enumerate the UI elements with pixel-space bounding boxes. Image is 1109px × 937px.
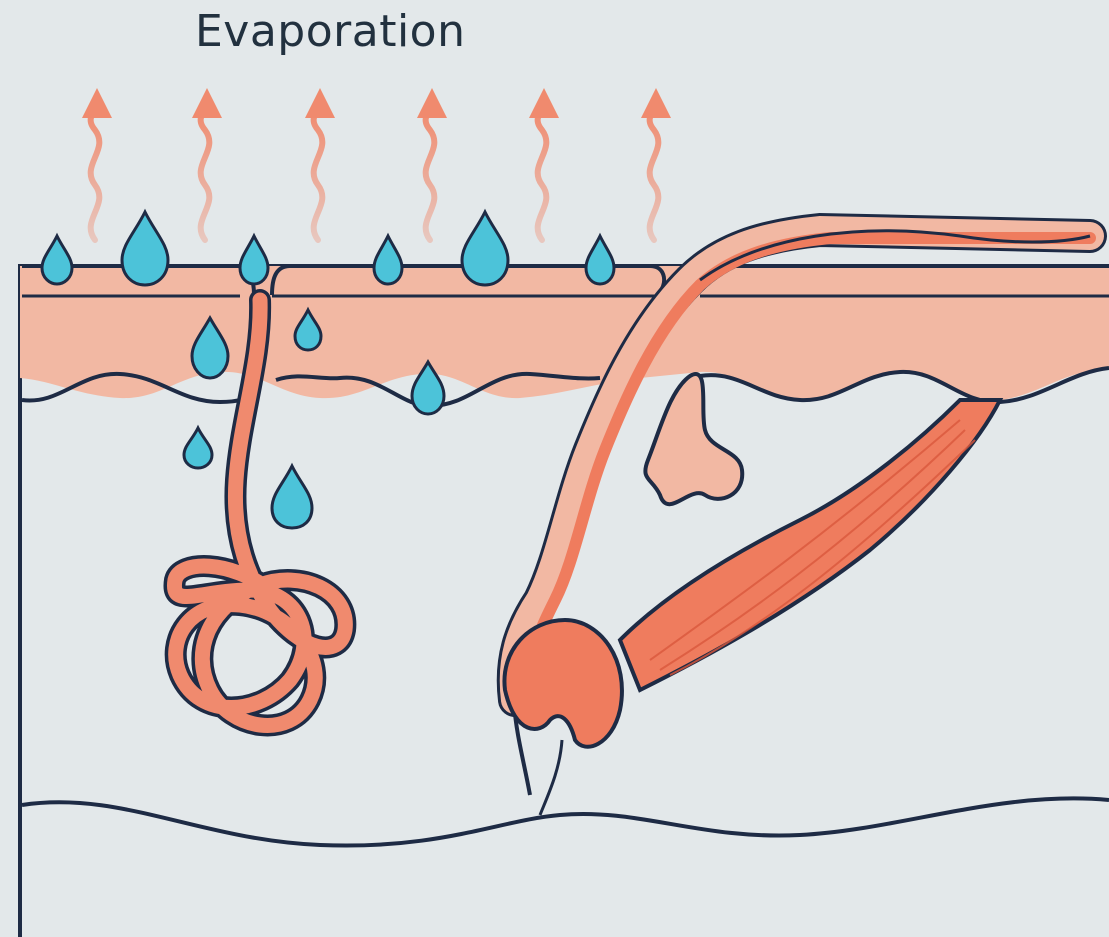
sweat-droplet-icon: [122, 212, 168, 285]
evaporation-arrows: [82, 88, 671, 240]
vapor-arrow-icon: [529, 88, 559, 240]
sweat-droplet-icon: [184, 428, 212, 468]
sweat-droplet-icon: [374, 236, 402, 284]
vapor-arrow-icon: [192, 88, 222, 240]
sweat-droplet-icon: [272, 466, 312, 528]
sweat-droplet-icon: [240, 236, 268, 284]
sweat-droplet-icon: [462, 212, 508, 285]
vapor-arrow-icon: [305, 88, 335, 240]
sweat-droplet-icon: [42, 236, 72, 284]
subcutaneous-boundary: [22, 798, 1109, 845]
epidermis-layer: [20, 266, 1109, 400]
vapor-arrow-icon: [417, 88, 447, 240]
sweat-droplet-icon: [586, 236, 614, 284]
vapor-arrow-icon: [82, 88, 112, 240]
vapor-arrow-icon: [641, 88, 671, 240]
